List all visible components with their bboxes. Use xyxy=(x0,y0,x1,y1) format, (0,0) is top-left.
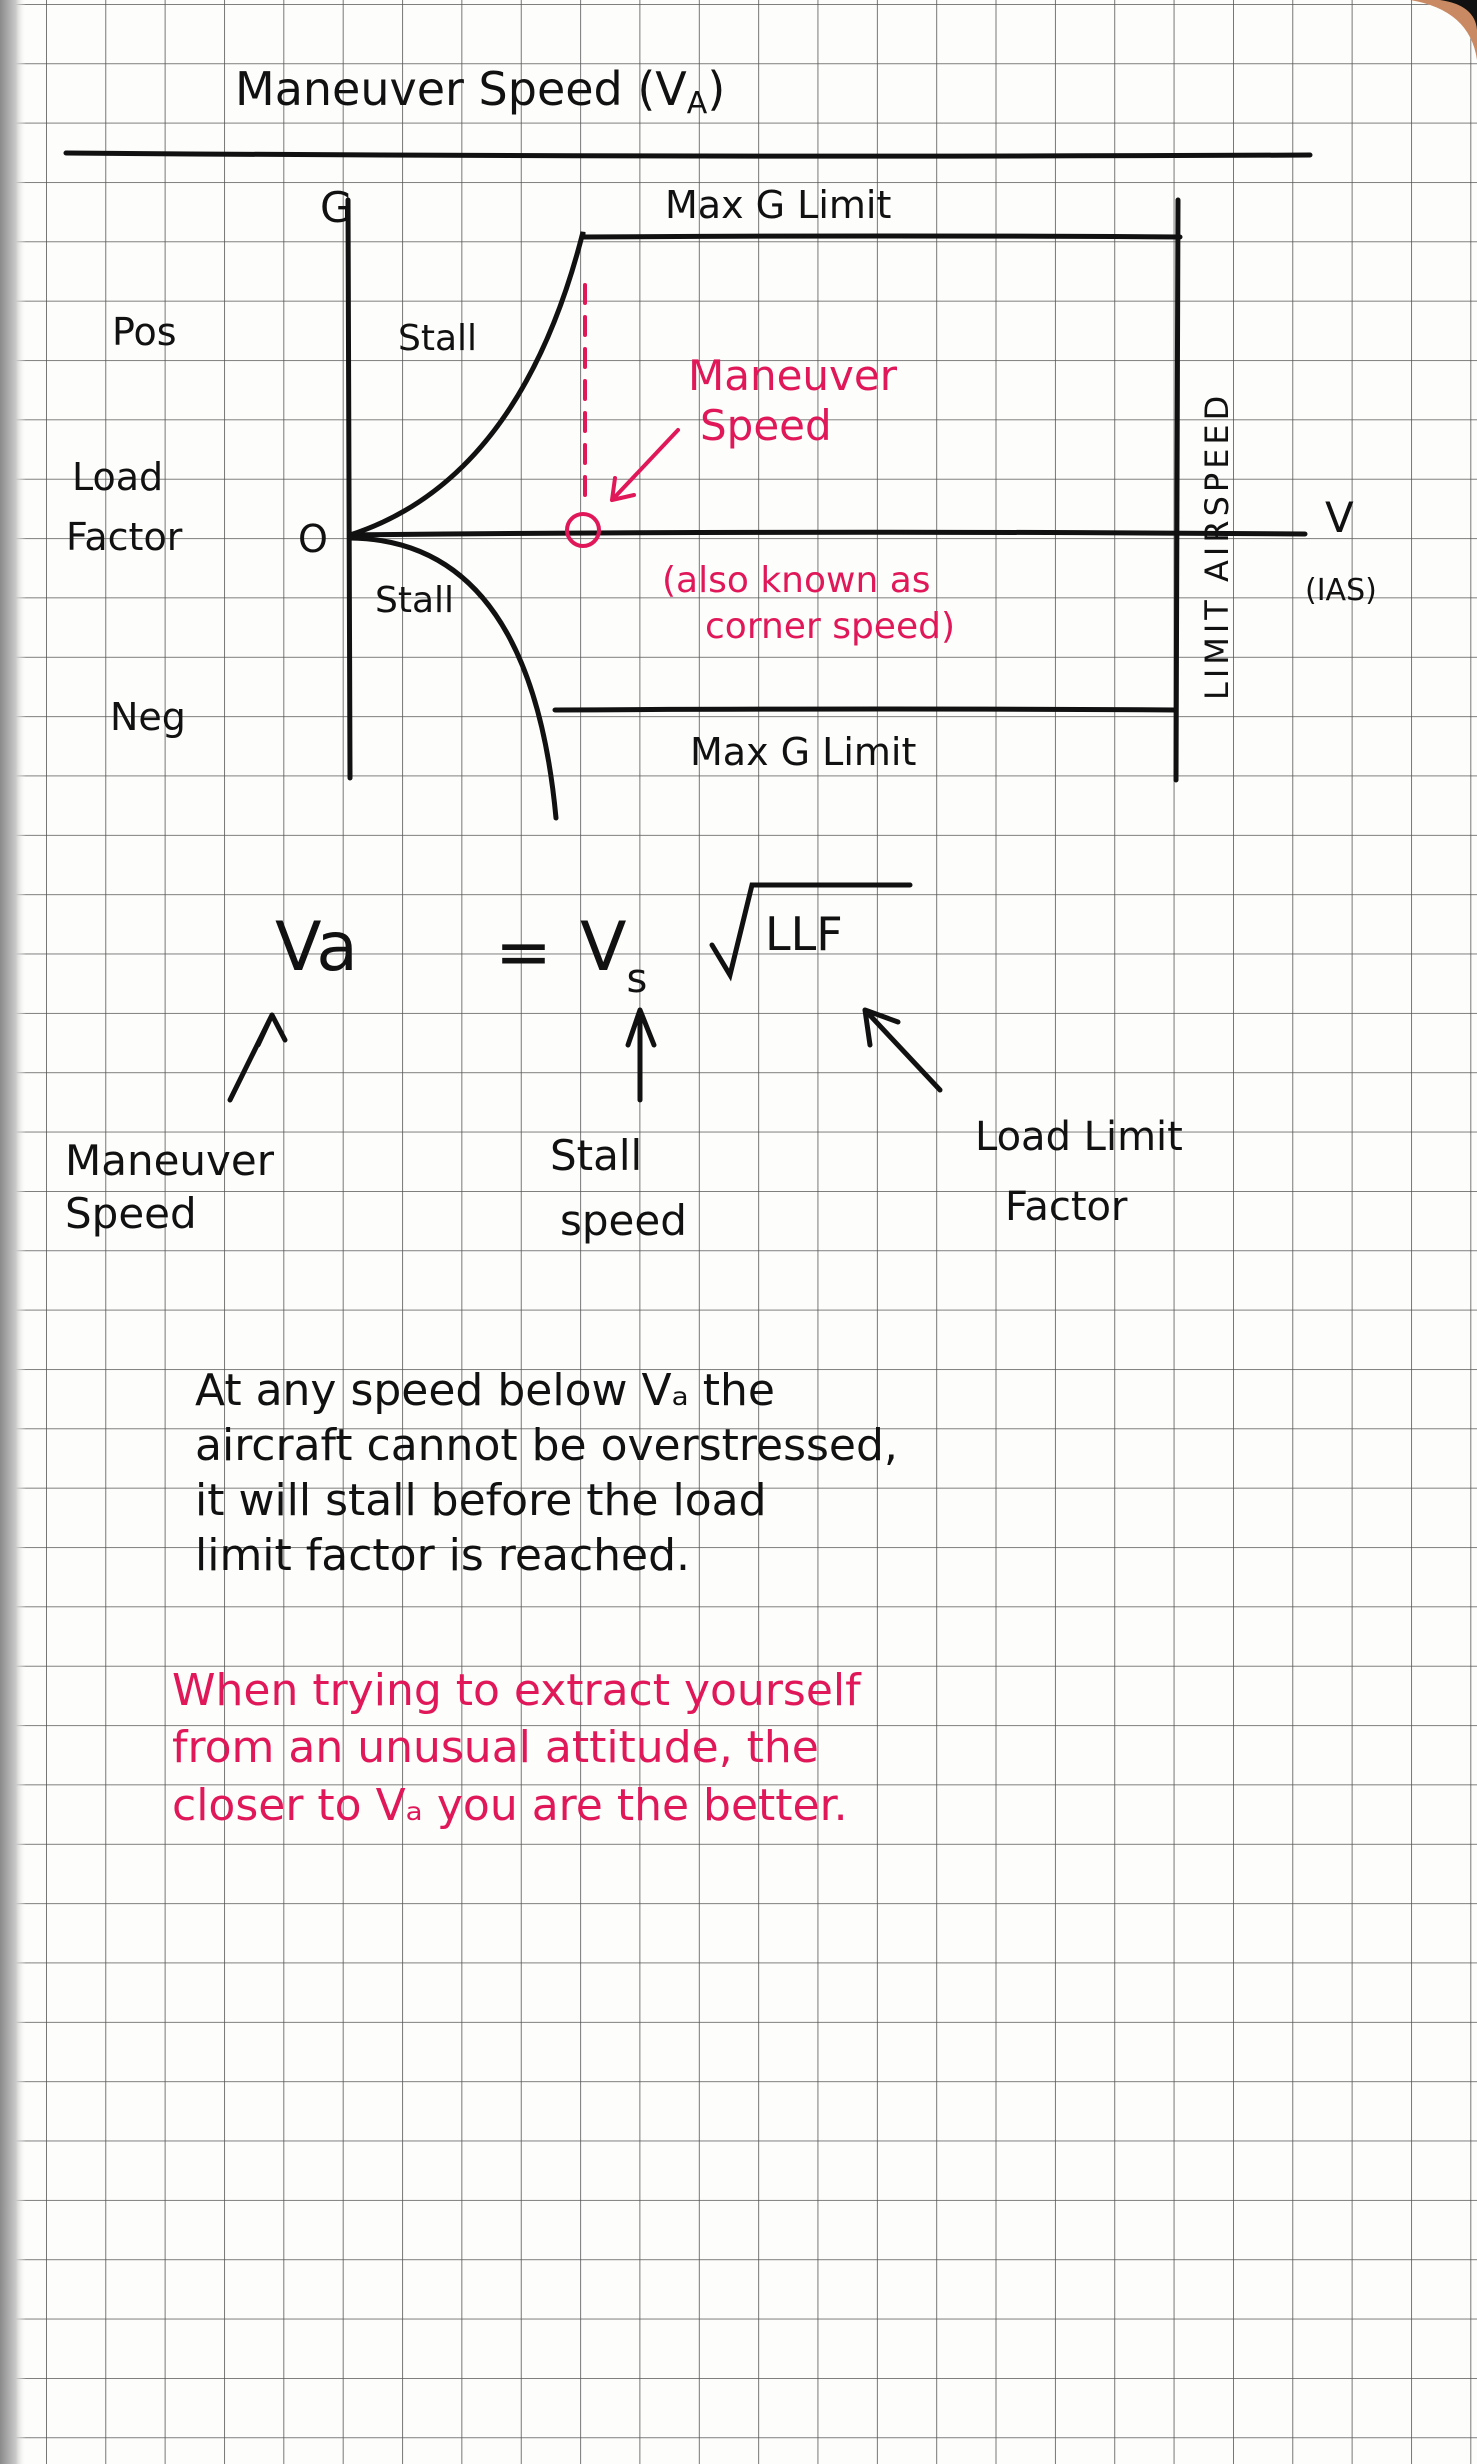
x-axis-label: V xyxy=(1325,493,1354,542)
positive-stall-label: Stall xyxy=(398,318,477,359)
note-black-line: aircraft cannot be overstressed, xyxy=(195,1420,898,1471)
negative-stall-label: Stall xyxy=(375,580,454,621)
maneuver-speed-point xyxy=(565,512,601,548)
negative-max-g-label: Max G Limit xyxy=(690,730,916,774)
formula-llf: LLF xyxy=(765,907,843,961)
note-red: When trying to extract yourself from an … xyxy=(172,1665,862,1831)
llf-caption-line2: Factor xyxy=(1005,1184,1128,1230)
va-caption-line1: Maneuver xyxy=(65,1136,275,1185)
x-axis xyxy=(347,529,1308,538)
vs-arrow xyxy=(625,1007,657,1103)
square-root-sign xyxy=(709,882,913,982)
note-black: At any speed below Vₐ the aircraft canno… xyxy=(195,1365,898,1581)
y-axis xyxy=(345,197,353,781)
maneuver-speed-label-line1: Maneuver xyxy=(688,351,898,400)
llf-arrow xyxy=(862,1007,943,1093)
positive-max-g-label: Max G Limit xyxy=(665,183,891,227)
note-black-line: limit factor is reached. xyxy=(195,1530,690,1581)
note-black-line: it will stall before the load xyxy=(195,1475,767,1526)
formula-va: Va xyxy=(275,908,358,987)
maneuver-speed-label-line2: Speed xyxy=(700,401,832,450)
note-black-line: At any speed below Vₐ the xyxy=(195,1365,775,1416)
title-underline xyxy=(63,150,1313,159)
maneuver-speed-formula: Va = Vs LLF Maneuver Speed Stall speed L… xyxy=(65,882,1183,1245)
vs-caption-line2: speed xyxy=(560,1196,687,1245)
page-title: Maneuver Speed (VA) xyxy=(235,62,725,121)
x-axis-unit: (IAS) xyxy=(1305,573,1377,608)
maneuver-speed-arrow xyxy=(610,428,680,502)
negative-stall-curve xyxy=(347,535,559,821)
origin-label: O xyxy=(298,517,328,561)
limit-airspeed-label: LIMIT AIRSPEED xyxy=(1198,392,1236,700)
formula-vs: Vs xyxy=(580,908,647,1002)
cover-corner xyxy=(1410,0,1477,60)
va-arrow xyxy=(227,1012,288,1103)
formula-equals: = xyxy=(495,913,552,992)
neg-label: Neg xyxy=(110,695,186,739)
negative-max-g-line xyxy=(552,706,1178,713)
limit-airspeed-line xyxy=(1173,197,1181,783)
vs-caption-line1: Stall xyxy=(550,1131,642,1180)
factor-label: Factor xyxy=(66,515,183,559)
note-red-line: from an unusual attitude, the xyxy=(172,1722,819,1773)
note-red-line: closer to Vₐ you are the better. xyxy=(172,1780,848,1831)
corner-speed-note-line2: corner speed) xyxy=(705,606,955,647)
load-label: Load xyxy=(72,455,163,499)
note-red-line: When trying to extract yourself xyxy=(172,1665,862,1716)
positive-stall-curve xyxy=(347,231,586,538)
positive-max-g-line xyxy=(580,233,1183,240)
v-g-diagram: G O V (IAS) Pos Load Factor Neg Stall St… xyxy=(66,183,1377,821)
corner-speed-note-line1: (also known as xyxy=(662,560,931,601)
page-binding-shadow xyxy=(0,0,26,2464)
pos-label: Pos xyxy=(112,310,177,354)
va-caption-line2: Speed xyxy=(65,1189,197,1238)
llf-caption-line1: Load Limit xyxy=(975,1114,1183,1160)
